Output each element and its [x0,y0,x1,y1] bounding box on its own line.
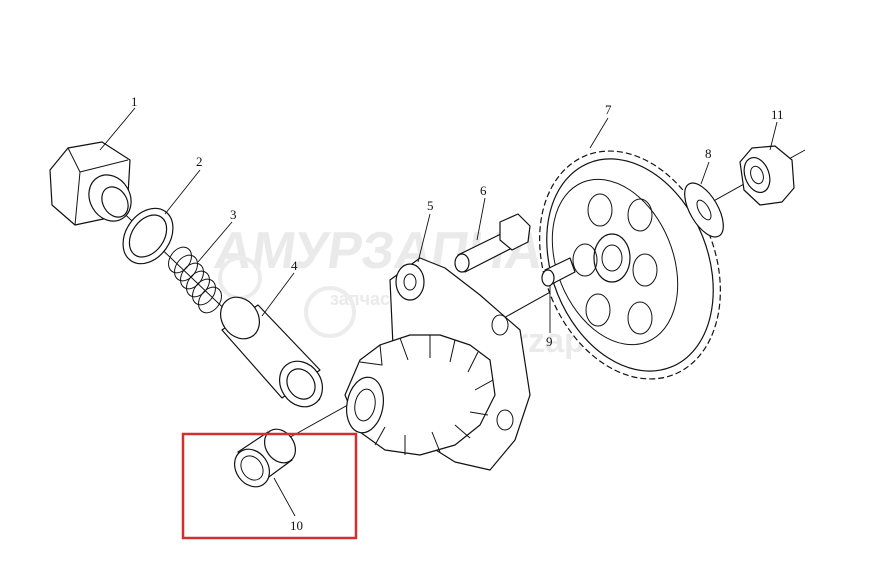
callout-1: 1 [131,94,138,109]
part-10-bushing [233,428,297,488]
callout-5: 5 [427,198,434,213]
part-5-pump-body [344,257,531,471]
watermark-subtitle: запчасти [330,289,410,309]
callout-4: 4 [291,258,298,273]
callout-7: 7 [605,102,612,117]
part-9-pin [541,257,576,287]
callout-3: 3 [230,207,237,222]
callout-6: 6 [480,183,487,198]
part-1-hex-plug [49,141,132,226]
part-4-sleeve [219,296,323,408]
callout-labels: 1 2 3 4 5 6 7 8 9 10 11 [131,94,784,533]
leader-lines [99,107,778,517]
callout-9: 9 [546,334,553,349]
callout-10: 10 [290,518,303,533]
callout-8: 8 [705,146,712,161]
part-8-washer [684,182,724,238]
part-3-spring [168,246,222,314]
callout-11: 11 [771,107,784,122]
highlight-box [181,432,358,540]
part-6-pin [454,213,531,273]
part-11-nut [739,145,795,206]
part-2-washer [122,207,174,265]
part-7-large-gear [539,150,721,380]
callout-2: 2 [196,154,203,169]
